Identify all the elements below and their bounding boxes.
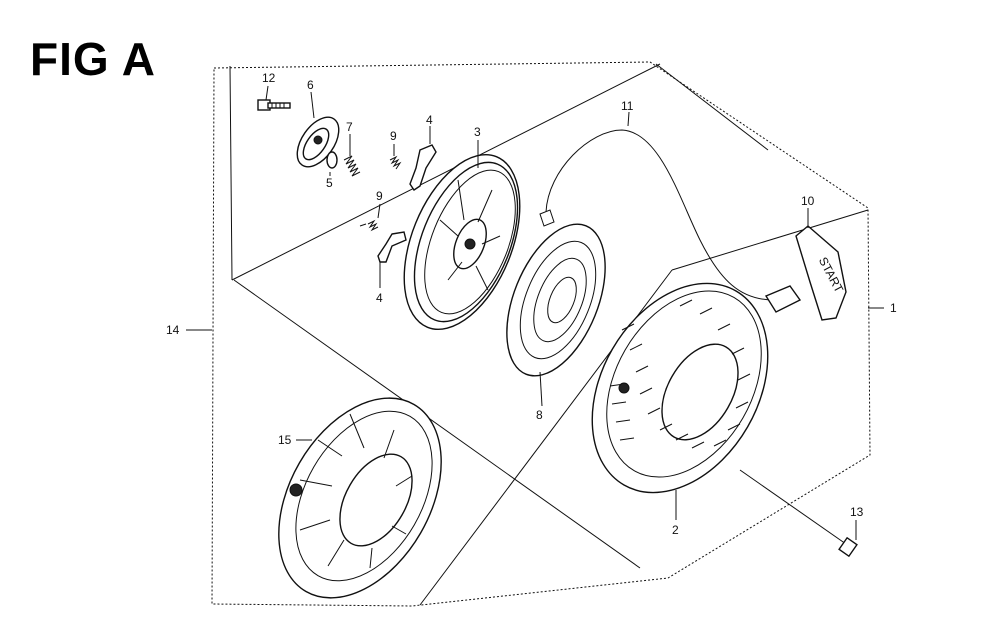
label-15: 15 bbox=[278, 433, 292, 447]
bolt-12 bbox=[257, 99, 291, 111]
label-9b: 9 bbox=[376, 189, 383, 203]
label-8: 8 bbox=[536, 408, 543, 422]
label-5: 5 bbox=[326, 176, 333, 190]
label-4b: 4 bbox=[376, 291, 383, 305]
cover-15 bbox=[278, 397, 442, 599]
rope-11 bbox=[545, 129, 775, 301]
spring-9b bbox=[359, 219, 379, 232]
figure-title: FIG A bbox=[30, 33, 156, 85]
spring-7 bbox=[343, 155, 361, 177]
label-13: 13 bbox=[850, 505, 864, 519]
ratchet-4a bbox=[409, 144, 437, 191]
label-4a: 4 bbox=[426, 113, 433, 127]
washer-5 bbox=[326, 151, 338, 169]
label-10: 10 bbox=[801, 194, 815, 208]
label-1: 1 bbox=[890, 301, 897, 315]
label-6: 6 bbox=[307, 78, 314, 92]
label-7: 7 bbox=[346, 120, 353, 134]
ratchet-4b bbox=[377, 231, 407, 263]
label-11: 11 bbox=[621, 99, 634, 113]
label-14: 14 bbox=[166, 323, 180, 337]
bolt-13 bbox=[739, 469, 858, 558]
reel-3 bbox=[403, 153, 521, 331]
assembly-outline-1 bbox=[229, 63, 869, 606]
label-12: 12 bbox=[262, 71, 276, 85]
handle-10: START bbox=[764, 225, 847, 321]
starter-case-2 bbox=[591, 282, 769, 494]
label-9a: 9 bbox=[390, 129, 397, 143]
spiral-spring-8 bbox=[506, 223, 606, 377]
cap-6 bbox=[296, 116, 340, 168]
leader-lines bbox=[186, 85, 884, 540]
label-3: 3 bbox=[474, 125, 481, 139]
label-2: 2 bbox=[672, 523, 679, 537]
spring-9a bbox=[389, 155, 402, 170]
